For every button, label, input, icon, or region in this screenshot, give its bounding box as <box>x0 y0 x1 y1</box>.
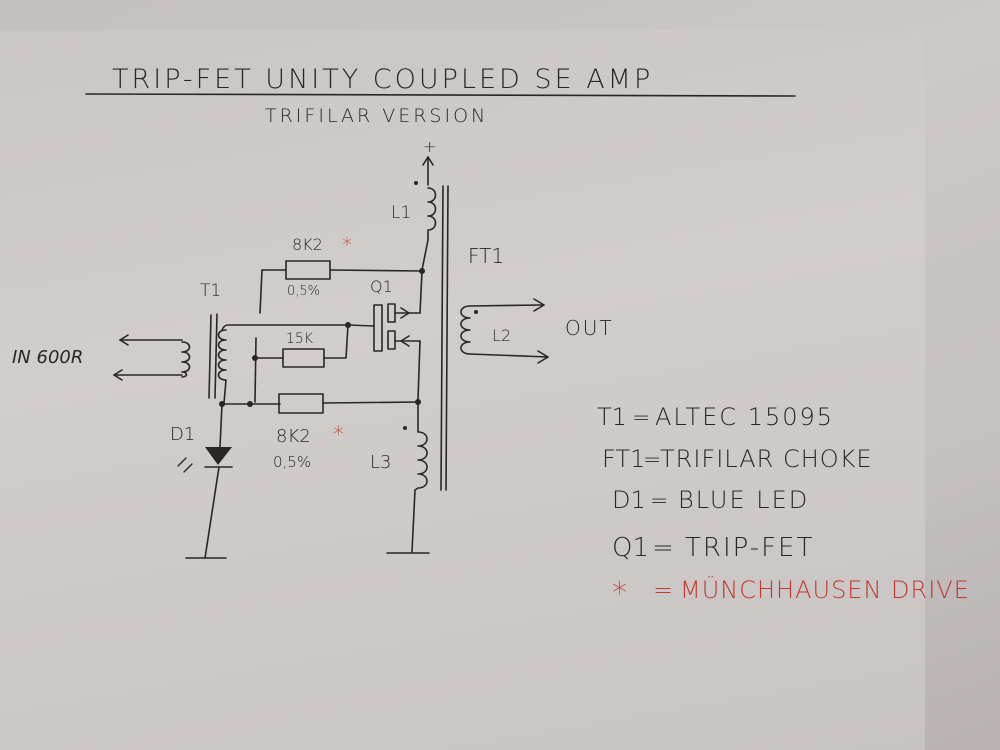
r-bot-wire-right <box>322 401 419 404</box>
l3-label: L3 <box>370 452 391 473</box>
svg-text:=: = <box>652 533 674 563</box>
t1-label: T1 <box>200 281 221 301</box>
ft1-label: FT1 <box>468 244 504 268</box>
l2-coil <box>460 305 471 355</box>
svg-text:FT1: FT1 <box>602 445 645 473</box>
legend-item-d1: D1 = BLUE LED <box>612 486 809 514</box>
svg-text:MÜNCHHAUSEN DRIVE: MÜNCHHAUSEN DRIVE <box>680 574 970 604</box>
r-bot-value: 8K2 <box>276 426 311 447</box>
svg-text:=: = <box>643 448 661 473</box>
junction-dot <box>252 355 258 361</box>
r-mid-wire-vert <box>254 337 257 403</box>
resistor-bottom <box>278 393 324 414</box>
input-arrows-icon <box>113 334 183 381</box>
ft1-core-line-2 <box>445 185 449 491</box>
r-top-asterisk: * <box>342 233 352 257</box>
r-top-tolerance: 0,5% <box>287 284 320 299</box>
t1-core-2 <box>214 313 218 399</box>
t1-core-1 <box>208 314 212 399</box>
r-top-wire-left <box>259 269 287 314</box>
legend-item-t1: T1 = ALTEC 15095 <box>597 403 834 431</box>
l1-dot <box>414 181 418 185</box>
supply-arrow-icon <box>422 156 434 186</box>
d1-wire-bottom <box>204 466 220 559</box>
svg-text:BLUE LED: BLUE LED <box>678 486 809 514</box>
l3-inductor <box>411 401 428 553</box>
svg-text:T1: T1 <box>597 403 627 431</box>
r-mid-value: 15K <box>286 331 314 347</box>
paper-sheet <box>0 30 925 750</box>
l2-dot <box>474 310 478 314</box>
svg-text:ALTEC 15095: ALTEC 15095 <box>655 403 834 431</box>
component-legend: T1 = ALTEC 15095 FT1 = TRIFILAR CHOKE D1… <box>597 403 970 611</box>
r-mid-wire-right <box>323 324 349 359</box>
resistor-15k <box>282 348 325 368</box>
svg-text:*: * <box>612 576 627 611</box>
t1-primary-coil <box>181 341 191 378</box>
input-label: IN 600R <box>12 347 83 368</box>
d1-label: D1 <box>170 424 195 445</box>
l1-inductor <box>421 187 437 271</box>
l3-dot <box>403 426 407 430</box>
diagram-subtitle: TRIFILAR VERSION <box>265 105 488 127</box>
r-top-wire-right <box>329 269 423 272</box>
svg-text:=: = <box>650 489 668 514</box>
led-diode-icon <box>177 447 233 473</box>
r-bot-asterisk: * <box>333 423 344 448</box>
gate-wire <box>221 324 375 331</box>
legend-item-q1: Q1 = TRIP-FET <box>612 533 814 563</box>
svg-text:=: = <box>653 576 673 604</box>
svg-text:D1: D1 <box>612 486 646 514</box>
legend-item-ft1: FT1 = TRIFILAR CHOKE <box>602 445 873 473</box>
title-underline <box>85 93 796 97</box>
l2-label: L2 <box>492 326 511 345</box>
svg-text:=: = <box>632 406 650 431</box>
r-bot-tolerance: 0,5% <box>273 453 311 471</box>
output-label: OUT <box>565 316 614 340</box>
output-arrows-icon <box>469 298 549 364</box>
svg-text:Q1: Q1 <box>612 533 649 563</box>
resistor-top <box>285 260 331 280</box>
d1-wire-top <box>219 403 223 448</box>
junction-dot <box>247 401 253 407</box>
svg-text:TRIFILAR CHOKE: TRIFILAR CHOKE <box>660 445 873 473</box>
svg-text:TRIP-FET: TRIP-FET <box>685 533 814 563</box>
supply-label: + <box>423 137 436 156</box>
legend-item-asterisk: * = MÜNCHHAUSEN DRIVE <box>612 574 970 611</box>
diagram-title: TRIP-FET UNITY COUPLED SE AMP <box>112 64 653 95</box>
l1-label: L1 <box>391 203 411 223</box>
r-top-value: 8K2 <box>292 235 323 254</box>
ft1-core-line-1 <box>440 185 444 491</box>
q1-label: Q1 <box>370 277 393 296</box>
t1-secondary-coil <box>217 329 227 404</box>
q1-transistor-symbol <box>373 270 423 401</box>
